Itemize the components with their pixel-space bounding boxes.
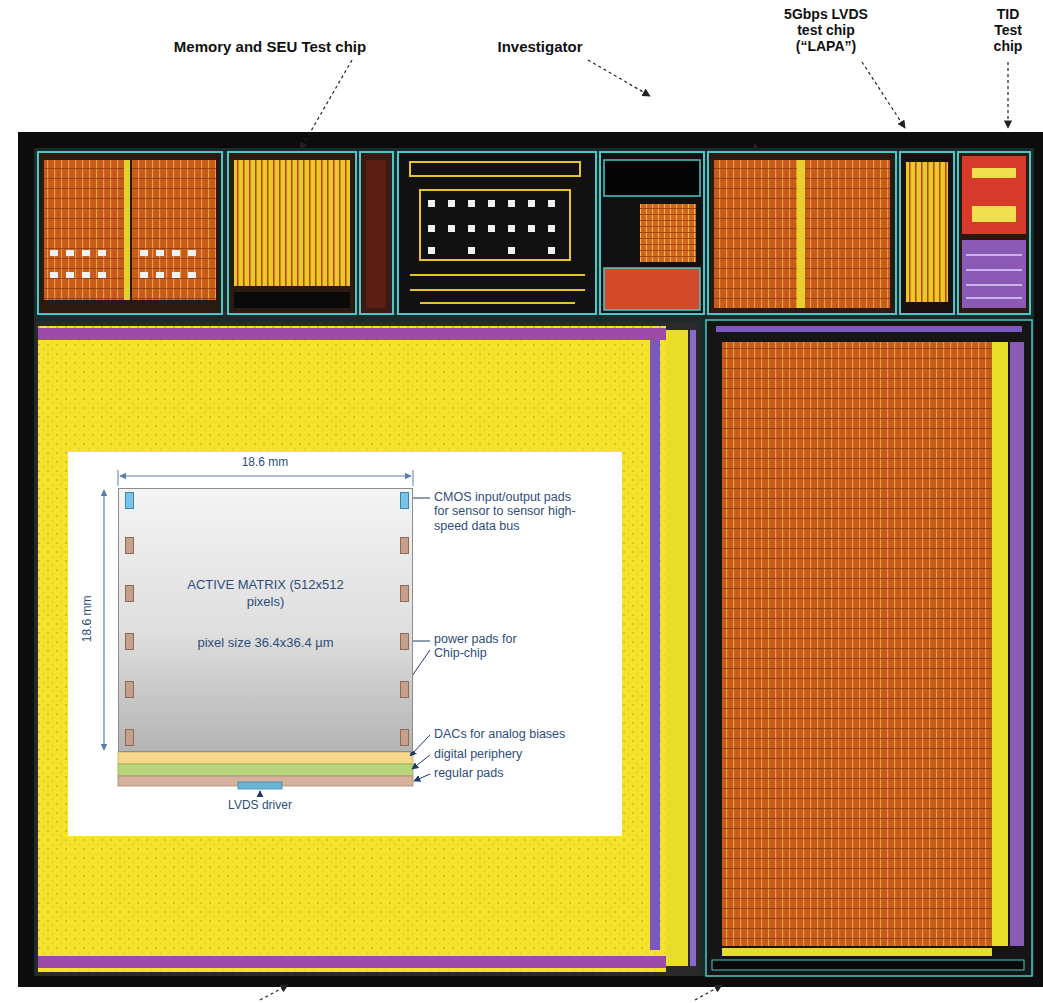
power-pad [400,681,409,698]
active-matrix: ACTIVE MATRIX (512x512 pixels) pixel size… [118,488,413,752]
dimension-label: 18.6 mm [81,571,95,667]
io-pad [400,492,409,509]
power-pad [125,681,134,698]
callout-label: DACs for analog biases [434,727,604,741]
callout-label: CMOS input/output pads for sensor to sen… [434,490,586,533]
power-pad [400,633,409,650]
callout-label: digital periphery [434,747,604,761]
chip-label: Investigator [490,38,590,55]
chip-label: 5Gbps LVDS test chip (“LAPA”) [770,6,882,54]
power-pad [125,633,134,650]
callout-label: LVDS driver [200,799,320,813]
power-pad [400,729,409,746]
power-pad [125,585,134,602]
chip-label: Memory and SEU Test chip [150,38,390,55]
power-pad [400,585,409,602]
callout-label: regular pads [434,766,604,780]
power-pad [400,537,409,554]
dimension-label: 18.6 mm [215,456,315,470]
matrix-title: ACTIVE MATRIX (512x512 pixels) [181,577,351,611]
power-pad [125,537,134,554]
matrix-note: pixel size 36.4x36.4 µm [156,635,376,652]
callout-label: power pads for Chip-chip [434,632,544,661]
power-pad [125,729,134,746]
io-pad [125,492,134,509]
chip-label: TID Test chip [984,6,1032,54]
